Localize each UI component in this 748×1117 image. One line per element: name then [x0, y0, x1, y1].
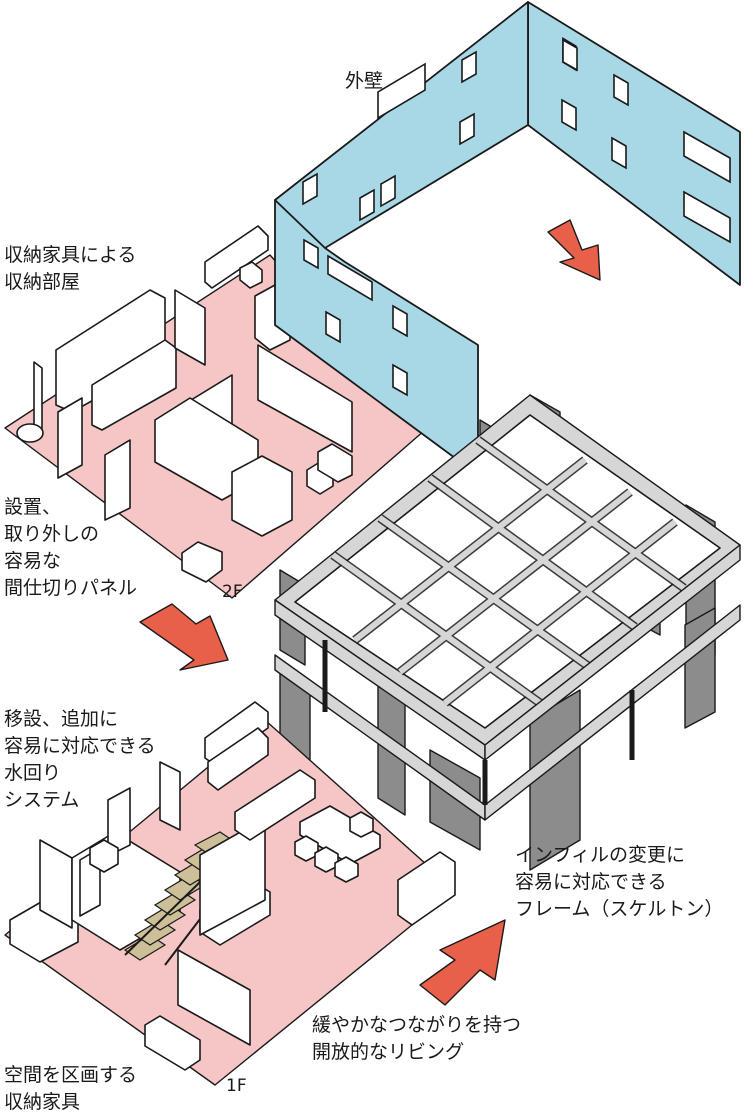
water-room-wall	[39, 839, 73, 929]
washbasin-2f	[16, 423, 44, 443]
window	[561, 98, 577, 132]
window	[377, 62, 426, 120]
arrow-up-skeleton	[419, 919, 506, 1006]
window	[325, 310, 341, 344]
storage-cabinet-lower	[91, 339, 177, 431]
exterior-wall	[274, 1, 741, 476]
cabinet-low-1f	[234, 769, 316, 841]
frame-beam-lower	[484, 604, 741, 821]
cabinet-front-1f	[144, 1015, 201, 1071]
label-floor-1f: 1F	[226, 1076, 247, 1096]
storage-shelf-2f	[204, 225, 269, 289]
skeleton-frame	[274, 394, 741, 871]
partition-wall-1f-front	[177, 949, 251, 1046]
label-skeleton: インフィルの変更に 容易に対応できる フレーム（スケルトン）	[515, 844, 724, 920]
cube-2f	[239, 261, 263, 289]
label-storage-room: 収納家具による 収納部屋	[4, 244, 137, 293]
window	[302, 172, 318, 206]
partition-panel-2f-a	[33, 361, 43, 431]
window	[459, 112, 475, 146]
partition-panel-2f-f	[257, 344, 353, 453]
window	[611, 136, 627, 170]
window	[683, 190, 731, 244]
frame-post	[529, 689, 581, 871]
window	[613, 73, 629, 107]
window	[392, 304, 408, 338]
floor-1f-plan	[4, 701, 456, 1086]
partition-panel-2f-b	[57, 397, 83, 479]
label-partition: 設置、 取り外しの 容易な 間仕切りパネル	[4, 496, 138, 599]
arrow-floor-2f-to-1f	[139, 603, 229, 671]
toilet	[89, 839, 119, 873]
window	[562, 38, 578, 72]
window	[303, 238, 319, 270]
water-room-panel-a	[159, 761, 181, 831]
window	[683, 130, 731, 184]
window	[380, 174, 396, 208]
frame-post	[684, 607, 716, 729]
window	[327, 254, 373, 302]
window	[359, 188, 375, 222]
arrow-down-wall	[547, 219, 601, 281]
water-room-panel-b	[107, 787, 131, 857]
window	[392, 363, 408, 397]
table-2f	[317, 443, 353, 483]
label-floor-2f: 2F	[222, 582, 243, 602]
partition-panel-2f-c	[104, 439, 131, 521]
label-outer-wall: 外壁	[345, 70, 384, 92]
label-living: 緩やかなつながりを持つ 開放的なリビング	[312, 1014, 522, 1063]
window	[461, 50, 477, 84]
cabinet-right-1f	[397, 851, 456, 926]
storage-shelf-1f-mid	[207, 727, 269, 791]
dining-chair	[349, 811, 374, 838]
stool-2f-a	[181, 541, 223, 583]
storage-shelf-1f-top	[204, 701, 269, 766]
storage-unit-tall-2f	[231, 455, 293, 537]
dining-chair	[334, 856, 359, 883]
label-water-system: 移設、追加に 容易に対応できる 水回り システム	[4, 708, 156, 811]
exterior-wall-back	[274, 1, 529, 256]
frame-opening	[294, 414, 721, 729]
dining-table	[299, 805, 381, 865]
label-storage-furniture: 空間を区画する 収納家具	[4, 1064, 138, 1113]
frame-beam-upper	[484, 544, 741, 761]
exterior-wall-left	[274, 199, 479, 476]
partition-panel-2f-d	[174, 289, 206, 366]
